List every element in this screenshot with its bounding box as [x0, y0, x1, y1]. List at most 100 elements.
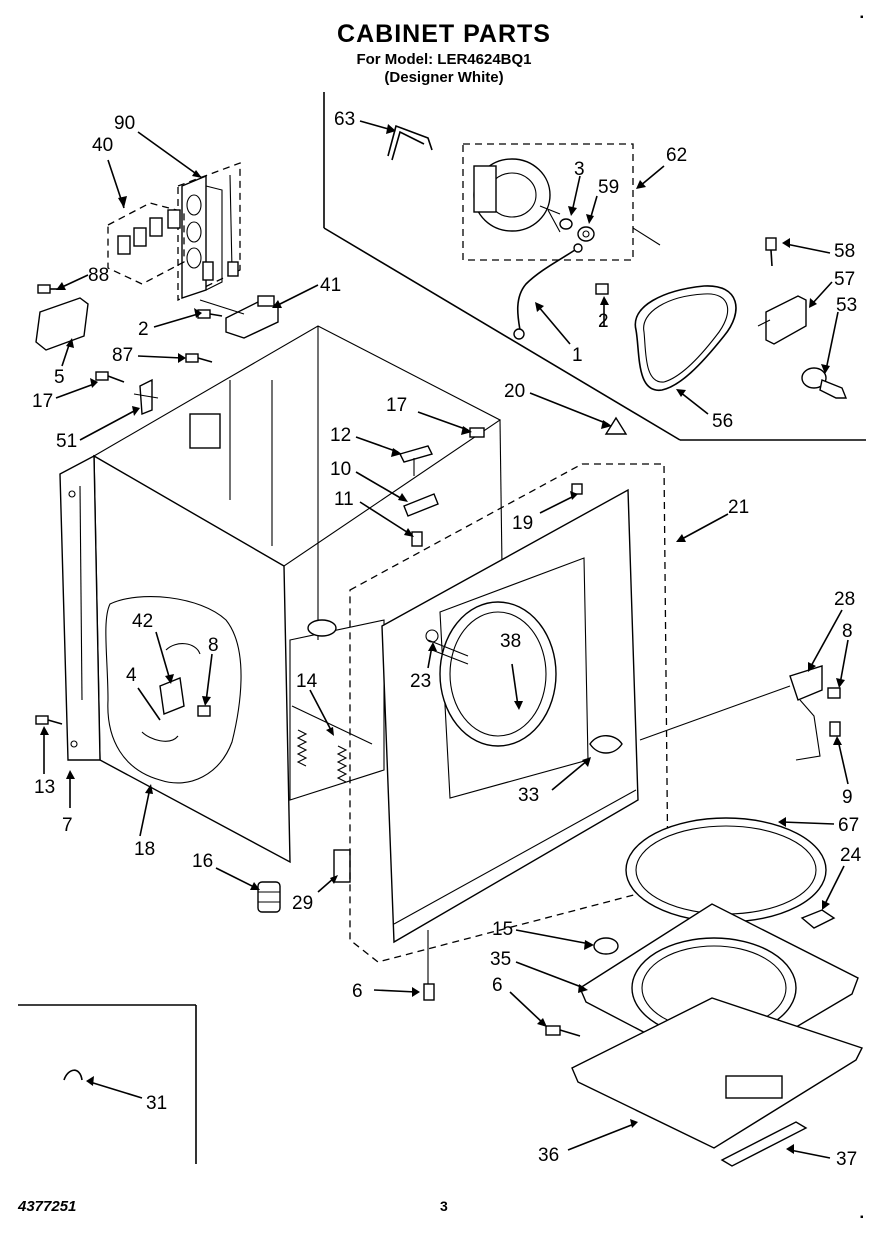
callout-19: 19 — [512, 513, 534, 534]
side-panel-7 — [59, 454, 101, 761]
callout-6: 6 — [352, 981, 363, 1002]
callout-57: 57 — [834, 269, 856, 290]
motor-62 — [462, 143, 661, 261]
page-title: CABINET PARTS — [337, 20, 551, 48]
callout-20: 20 — [504, 381, 526, 402]
callout-59: 59 — [598, 177, 620, 198]
callout-8: 8 — [842, 621, 853, 642]
cabinet-side-panel — [93, 454, 291, 864]
motor-area-boundary — [323, 92, 866, 441]
nut-59 — [577, 226, 595, 242]
cabinet-inner — [189, 380, 385, 801]
callout-28: 28 — [834, 589, 856, 610]
callout-90: 90 — [114, 113, 136, 134]
callout-53: 53 — [836, 295, 858, 316]
callout-8: 8 — [208, 635, 219, 656]
screw-58 — [765, 237, 777, 267]
switch-10 — [403, 493, 439, 517]
callout-23: 23 — [410, 671, 432, 692]
callout-12: 12 — [330, 425, 352, 446]
callout-2: 2 — [598, 311, 609, 332]
screw-8b — [827, 687, 841, 699]
callout-33: 33 — [518, 785, 540, 806]
callout-88: 88 — [88, 265, 110, 286]
clip-31 — [63, 1069, 83, 1081]
callout-21: 21 — [728, 497, 750, 518]
inset-box-boundary — [18, 1004, 197, 1164]
clip-51 — [133, 378, 159, 416]
callout-36: 36 — [538, 1145, 560, 1166]
callout-6: 6 — [492, 975, 503, 996]
callout-41: 41 — [320, 275, 342, 296]
catch-33 — [589, 735, 623, 754]
clip-37 — [720, 1121, 808, 1167]
callout-38: 38 — [500, 631, 522, 652]
plug-15 — [593, 937, 619, 955]
base-36 — [571, 997, 863, 1149]
springs-14 — [291, 705, 373, 783]
callout-5: 5 — [54, 367, 65, 388]
screw-9 — [829, 721, 841, 737]
corner-mark: ▪ — [860, 1212, 864, 1223]
glide-24 — [800, 909, 836, 929]
screw-6b — [545, 1025, 581, 1037]
callout-9: 9 — [842, 787, 853, 808]
callout-17: 17 — [386, 395, 408, 416]
callout-10: 10 — [330, 459, 352, 480]
corner-mark: ▪ — [860, 12, 864, 23]
callout-56: 56 — [712, 411, 734, 432]
callout-58: 58 — [834, 241, 856, 262]
terminal-block-assembly — [107, 162, 241, 302]
bracket-41 — [199, 295, 279, 339]
callout-7: 7 — [62, 815, 73, 836]
callout-14: 14 — [296, 671, 318, 692]
screw-6a — [423, 930, 435, 1001]
idler-53 — [801, 367, 848, 399]
callout-4: 4 — [126, 665, 137, 686]
switch-57 — [757, 295, 807, 345]
callout-42: 42 — [132, 611, 154, 632]
screw-11 — [411, 531, 423, 547]
document-number: 4377251 — [18, 1198, 77, 1215]
callout-87: 87 — [112, 345, 134, 366]
cover-5 — [35, 297, 89, 351]
washer-3 — [559, 218, 573, 230]
model-variant: (Designer White) — [384, 69, 504, 86]
callout-24: 24 — [840, 845, 862, 866]
callout-63: 63 — [334, 109, 356, 130]
callout-67: 67 — [838, 815, 860, 836]
callout-11: 11 — [334, 489, 354, 510]
callout-15: 15 — [492, 919, 514, 940]
lamp-23 — [427, 639, 469, 665]
callout-13: 13 — [34, 777, 56, 798]
bracket-12 — [398, 445, 434, 476]
screw-13 — [35, 715, 63, 725]
motor-wire-63 — [387, 124, 433, 161]
callout-37: 37 — [836, 1149, 858, 1170]
callout-1: 1 — [572, 345, 583, 366]
callout-40: 40 — [92, 135, 114, 156]
callout-62: 62 — [666, 145, 688, 166]
front-panel-21 — [349, 463, 669, 963]
model-number: For Model: LER4624BQ1 — [356, 51, 532, 68]
callout-35: 35 — [490, 949, 512, 970]
leader-lines — [40, 120, 849, 1159]
callout-31: 31 — [146, 1093, 168, 1114]
screw-17b — [469, 427, 485, 438]
front-seal-67 — [625, 817, 827, 923]
leveling-leg-16 — [257, 881, 281, 913]
callout-18: 18 — [134, 839, 156, 860]
drive-belt-56 — [634, 285, 737, 391]
callout-51: 51 — [56, 431, 78, 452]
screw-87 — [185, 353, 213, 363]
ground-wire-1 — [513, 243, 583, 340]
screw-2a — [197, 309, 223, 319]
screw-2b — [595, 283, 609, 295]
callout-2: 2 — [138, 319, 149, 340]
callout-17: 17 — [32, 391, 54, 412]
page-number: 3 — [440, 1198, 448, 1214]
screw-17a — [95, 371, 125, 383]
callout-16: 16 — [192, 851, 214, 872]
callout-3: 3 — [574, 159, 585, 180]
